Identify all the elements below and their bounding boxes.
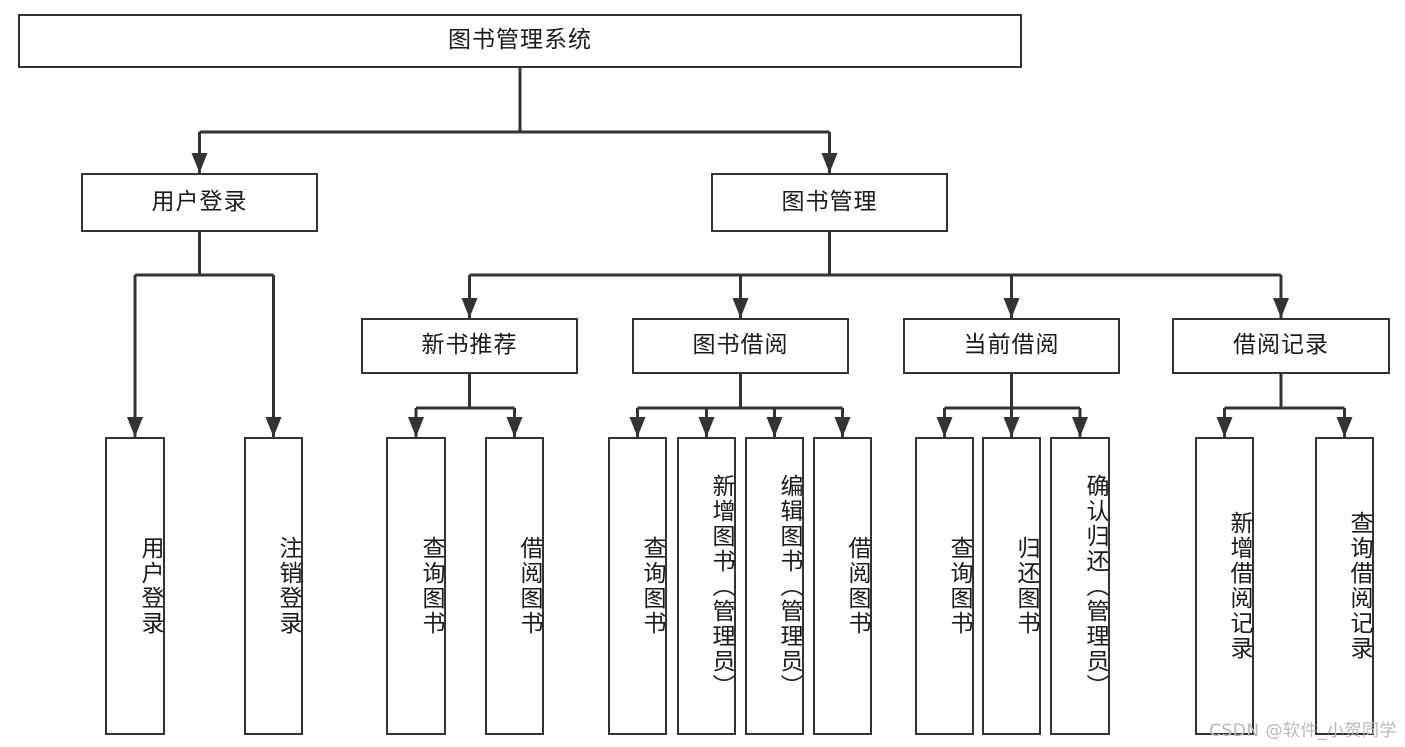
node-label: 借阅记录 [1233, 332, 1329, 359]
arrowhead-icon [1003, 417, 1020, 437]
arrowhead-icon [1273, 298, 1289, 318]
arrowhead-icon [191, 153, 208, 173]
node-borrow[interactable]: 图书借阅 [632, 318, 849, 374]
node-login[interactable]: 用户登录 [81, 173, 318, 232]
arrowhead-icon [936, 417, 953, 437]
arrowhead-icon [1003, 298, 1020, 318]
node-leaf-bor-1[interactable]: 查询图书 [608, 437, 667, 735]
arrowhead-icon [698, 417, 715, 437]
node-label: 新增借阅记录 [1226, 511, 1252, 661]
node-label: 借阅图书 [516, 536, 542, 636]
node-leaf-new-2[interactable]: 借阅图书 [485, 437, 544, 735]
arrowhead-icon [506, 417, 523, 437]
node-label: 注销登录 [275, 536, 301, 636]
node-leaf-cur-3[interactable]: 确认归还（管理员） [1050, 437, 1110, 735]
node-label: 新增图书（管理员） [708, 473, 734, 699]
node-label: 查询图书 [946, 536, 972, 636]
node-label: 编辑图书（管理员） [776, 473, 802, 699]
node-leaf-bor-3[interactable]: 编辑图书（管理员） [745, 437, 804, 735]
node-label: 查询借阅记录 [1346, 511, 1372, 661]
arrowhead-icon [1216, 417, 1233, 437]
node-label: 图书管理系统 [448, 27, 592, 54]
node-leaf-cur-1[interactable]: 查询图书 [915, 437, 974, 735]
node-label: 用户登录 [151, 188, 248, 215]
arrowhead-icon [1336, 417, 1353, 437]
node-leaf-login-1[interactable]: 用户登录 [105, 437, 165, 735]
node-label: 图书借阅 [692, 332, 789, 359]
node-label: 查询图书 [639, 536, 665, 636]
node-leaf-cur-2[interactable]: 归还图书 [982, 437, 1041, 735]
arrowhead-icon [408, 417, 424, 437]
node-records[interactable]: 借阅记录 [1172, 318, 1390, 374]
node-leaf-rec-1[interactable]: 新增借阅记录 [1195, 437, 1254, 735]
arrowhead-icon [766, 417, 783, 437]
node-current[interactable]: 当前借阅 [903, 318, 1120, 374]
node-leaf-login-2[interactable]: 注销登录 [244, 437, 303, 735]
node-label: 当前借阅 [963, 332, 1060, 359]
node-label: 用户登录 [137, 536, 163, 636]
node-newbook[interactable]: 新书推荐 [361, 318, 578, 374]
arrowhead-icon [461, 298, 478, 318]
arrowhead-icon [127, 417, 143, 437]
node-bookmgmt[interactable]: 图书管理 [711, 173, 948, 232]
node-leaf-new-1[interactable]: 查询图书 [386, 437, 446, 735]
node-leaf-rec-2[interactable]: 查询借阅记录 [1315, 437, 1374, 735]
node-root[interactable]: 图书管理系统 [18, 14, 1022, 68]
node-label: 图书管理 [781, 188, 878, 215]
arrowhead-icon [265, 417, 282, 437]
node-label: 确认归还（管理员） [1082, 473, 1108, 699]
node-leaf-bor-4[interactable]: 借阅图书 [813, 437, 872, 735]
arrowhead-icon [1072, 417, 1088, 437]
node-leaf-bor-2[interactable]: 新增图书（管理员） [677, 437, 736, 735]
node-label: 借阅图书 [844, 536, 870, 636]
arrowhead-icon [732, 298, 749, 318]
arrowhead-icon [821, 153, 838, 173]
node-label: 新书推荐 [421, 332, 518, 359]
node-label: 归还图书 [1013, 536, 1039, 636]
node-label: 查询图书 [418, 536, 444, 636]
arrowhead-icon [834, 417, 851, 437]
arrowhead-icon [629, 417, 646, 437]
